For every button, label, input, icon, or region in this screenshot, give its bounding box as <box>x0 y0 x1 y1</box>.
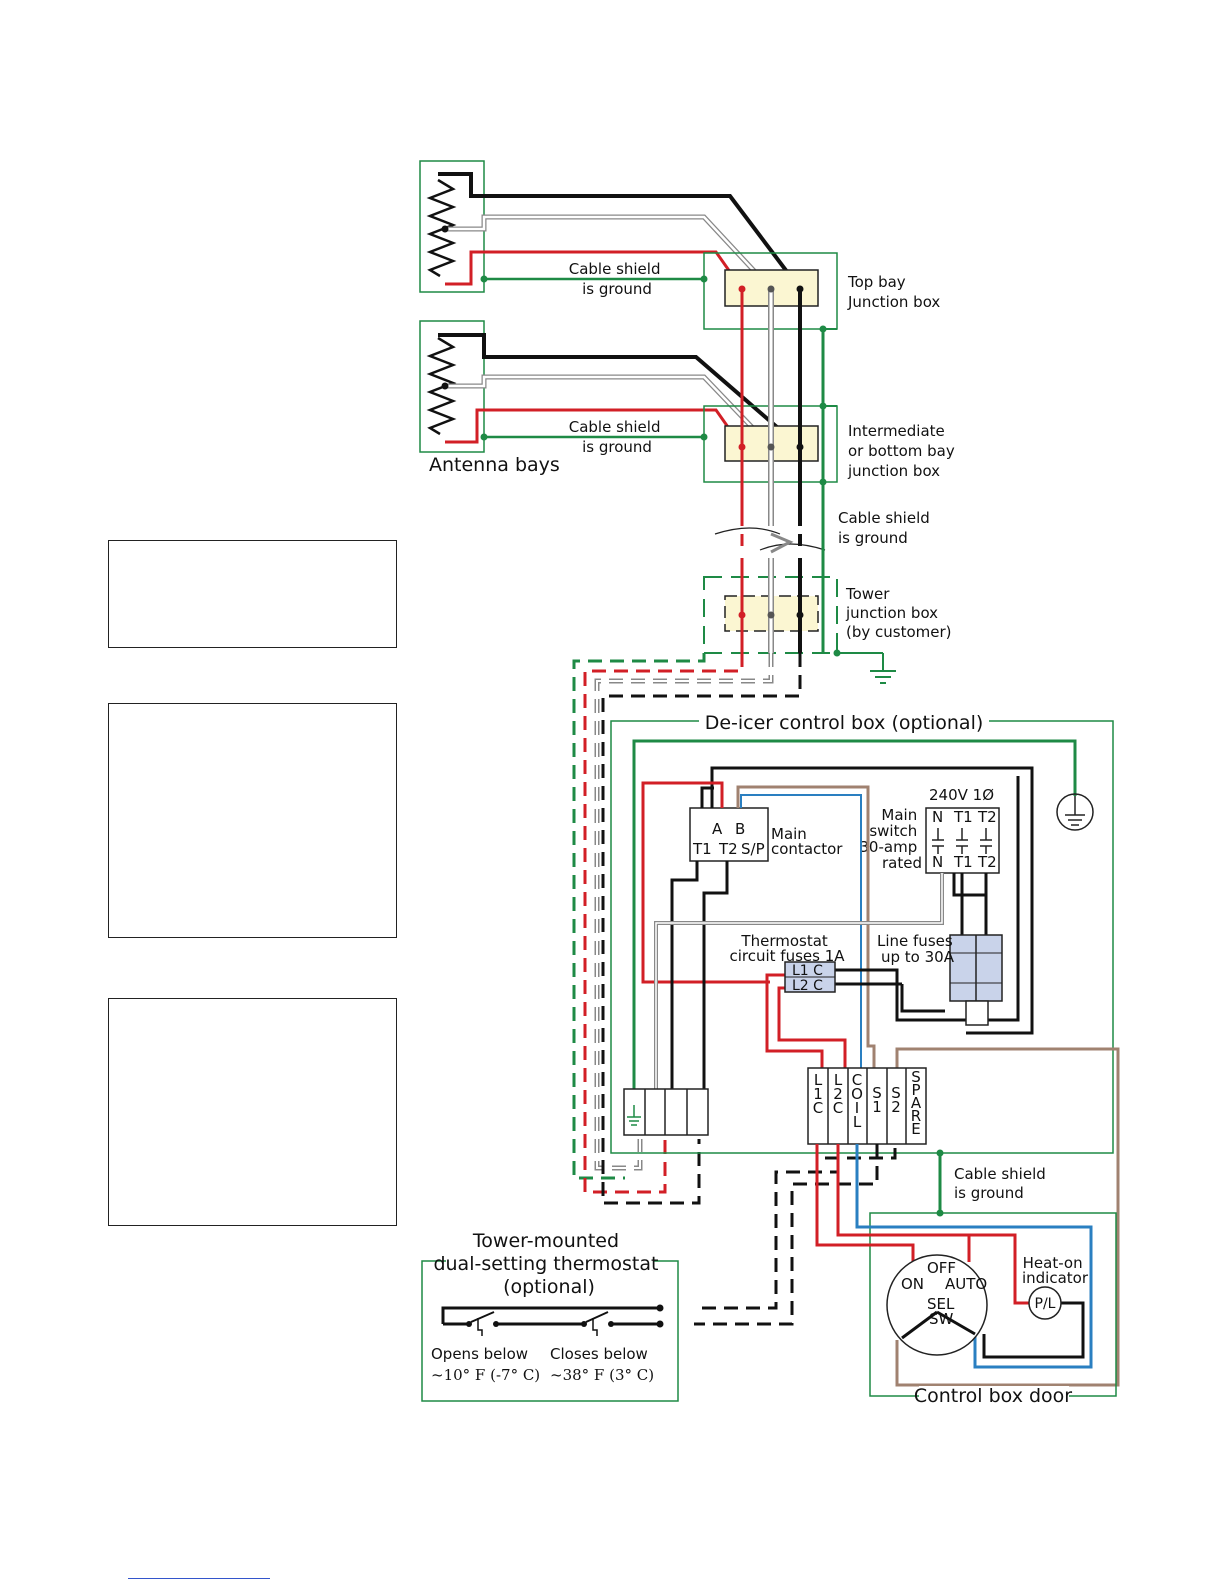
contactor-terminal-sp: S/P <box>741 840 765 858</box>
deicer-box-title: De-icer control box (optional) <box>705 712 984 734</box>
blank-note-box-1 <box>108 540 397 648</box>
door-wiring <box>815 1144 1093 1369</box>
internal-ground-wire <box>632 739 1094 1105</box>
blank-note-box-3 <box>108 998 397 1226</box>
incoming-terminal-block <box>623 1088 709 1136</box>
main-contactor-label: Main contactor <box>771 825 843 858</box>
svg-text:L1 C: L1 C <box>792 963 823 979</box>
blank-note-box-2 <box>108 703 397 938</box>
selector-off: OFF <box>927 1259 956 1277</box>
svg-text:N: N <box>932 853 943 871</box>
top-bay-label: Top bay Junction box <box>847 273 940 311</box>
footer-link-underline <box>128 1578 270 1579</box>
opens-below-label: Opens below ~10° F (-7° C) <box>431 1345 540 1384</box>
cable-shield-label-top: Cable shield is ground <box>569 260 666 298</box>
svg-text:N: N <box>932 808 943 826</box>
cable-shield-label-mid: Cable shield is ground <box>569 418 666 456</box>
deicer-control-box <box>610 711 1114 1154</box>
svg-text:T1: T1 <box>953 808 973 826</box>
main-contactor <box>689 807 769 862</box>
thermostat-fuses-label: Thermostat circuit fuses 1A <box>729 932 845 965</box>
main-switch: N T1 T2 N T1 T2 <box>925 807 1000 874</box>
contactor-terminal-t1: T1 <box>692 840 712 858</box>
thermostat-title: Tower-mounted dual-setting thermostat (o… <box>433 1230 664 1298</box>
thermostat-circuit-fuses: L1 C L2 C <box>784 961 836 994</box>
heat-on-indicator <box>1028 1286 1062 1320</box>
contactor-terminal-a: A <box>712 820 723 838</box>
svg-text:L2 C: L2 C <box>792 978 823 994</box>
internal-wiring <box>641 766 1120 1387</box>
main-switch-label: Main switch 30-amp rated <box>859 806 922 872</box>
selector-sel: SEL <box>927 1295 955 1313</box>
tower-jbox-label: Tower junction box (by customer) <box>845 585 952 641</box>
selector-switch <box>886 1254 988 1356</box>
pl-label: P/L <box>1035 1296 1056 1312</box>
heat-on-label: Heat-on indicator <box>1022 1254 1089 1287</box>
line-fuses-label: Line fuses up to 30A <box>877 932 957 966</box>
svg-text:T2: T2 <box>977 808 997 826</box>
control-box-door <box>869 1212 1117 1406</box>
ground-bus-tower <box>819 325 896 684</box>
closes-below-label: Closes below ~38° F (3° C) <box>550 1345 654 1384</box>
voltage-label: 240V 1Ø <box>929 786 994 804</box>
cable-shield-label-bottom: Cable shield is ground <box>954 1165 1051 1202</box>
selector-auto: AUTO <box>945 1275 987 1293</box>
selector-sw: SW <box>929 1310 954 1328</box>
antenna-bay-bottom <box>419 320 802 453</box>
tower-thermostat <box>421 1250 679 1402</box>
field-wiring-dashed <box>572 653 802 1205</box>
vertical-feed-lines <box>714 285 826 653</box>
control-terminal-strip <box>807 1067 927 1145</box>
cable-shield-bottom <box>936 1149 944 1217</box>
selector-on: ON <box>901 1275 924 1293</box>
antenna-bays-label: Antenna bays <box>429 454 560 476</box>
svg-text:T2: T2 <box>977 853 997 871</box>
cable-shield-label-right: Cable shield is ground <box>838 509 935 547</box>
control-door-label: Control box door <box>914 1385 1072 1407</box>
antenna-bay-top <box>419 160 802 293</box>
line-fuses <box>949 934 1003 1026</box>
contactor-terminal-t2: T2 <box>718 840 738 858</box>
intermediate-label: Intermediate or bottom bay junction box <box>847 422 960 480</box>
svg-text:T1: T1 <box>953 853 973 871</box>
contactor-terminal-b: B <box>735 820 745 838</box>
